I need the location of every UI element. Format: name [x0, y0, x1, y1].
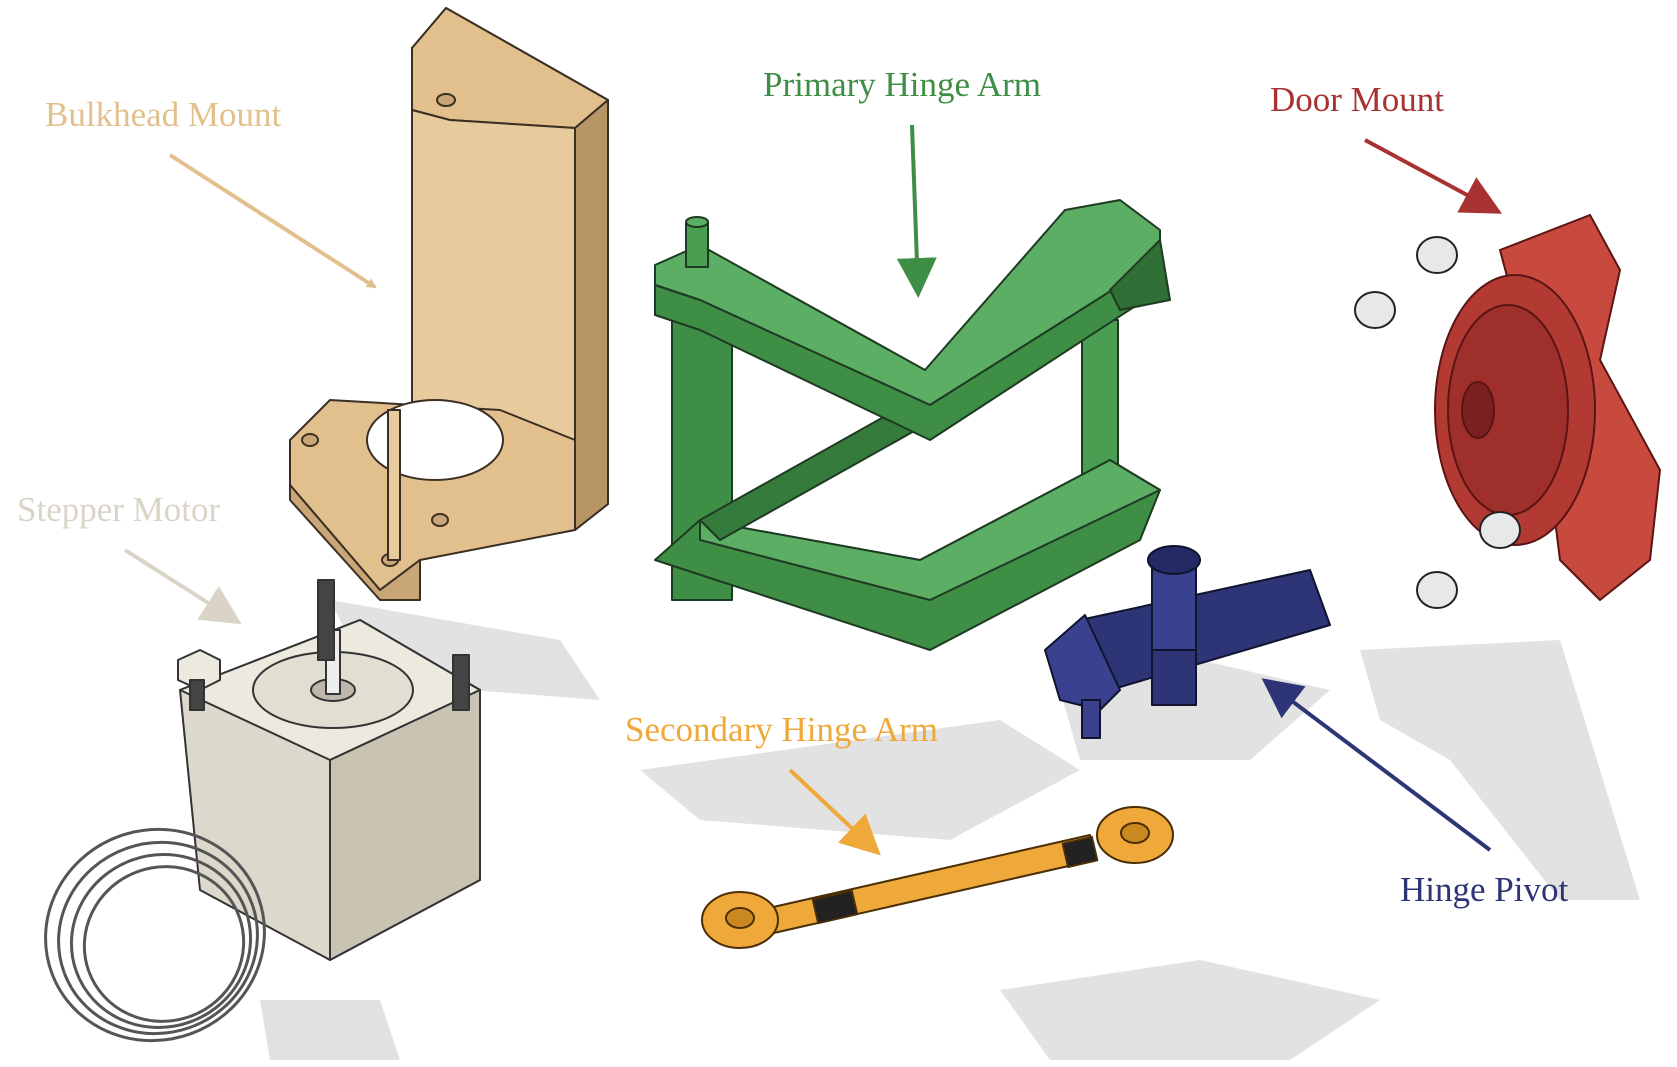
- hinge-pivot-arrow: [1261, 678, 1492, 852]
- secondary-hinge-arm-part: [701, 806, 1174, 949]
- stepper-motor-arrow: [123, 548, 242, 625]
- secondary-hinge-arm-arrow: [788, 768, 881, 856]
- hinge-pivot-part: [1044, 545, 1331, 739]
- door-mount-part: [1354, 214, 1661, 609]
- secondary-hinge-arm-label: Secondary Hinge Arm: [625, 710, 938, 749]
- door-mount-screws: [1354, 236, 1521, 609]
- bulkhead-mount-arrow: [168, 153, 377, 289]
- primary-hinge-arm-part: [654, 199, 1171, 651]
- door-mount-label: Door Mount: [1270, 80, 1445, 119]
- primary-hinge-arm-arrow: [896, 124, 937, 298]
- bulkhead-mount-label: Bulkhead Mount: [45, 95, 282, 134]
- stepper-motor-part: [44, 579, 481, 1043]
- bulkhead-mount-part: [289, 7, 609, 601]
- stepper-motor-label: Stepper Motor: [17, 490, 221, 529]
- door-mount-arrow: [1364, 138, 1503, 214]
- hinge-pivot-label: Hinge Pivot: [1400, 870, 1569, 909]
- primary-hinge-arm-label: Primary Hinge Arm: [763, 65, 1042, 104]
